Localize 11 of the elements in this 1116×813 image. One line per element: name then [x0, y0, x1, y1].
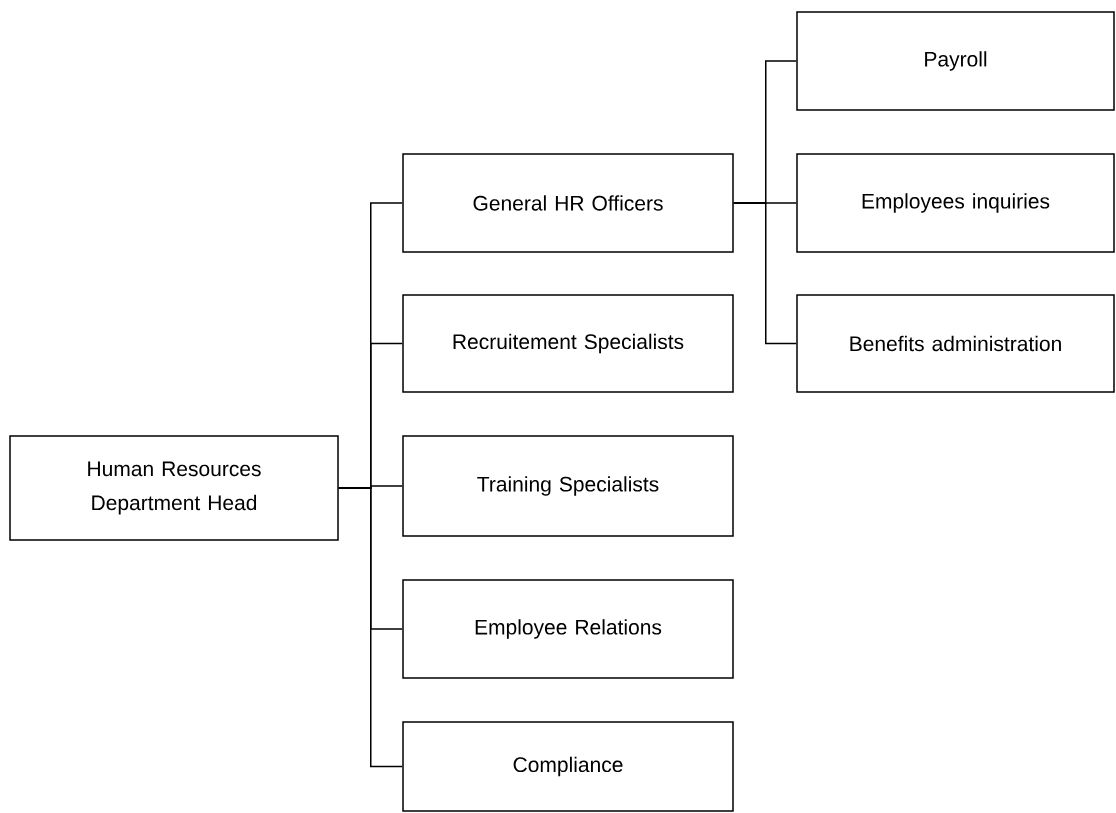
org-box: Employees inquiries: [796, 153, 1115, 253]
org-box: Training Specialists: [402, 435, 734, 537]
org-box: Human Resources Department Head: [9, 435, 339, 541]
connector-line: [338, 487, 403, 768]
org-box: Benefits administration: [796, 294, 1115, 393]
org-box: Payroll: [796, 11, 1115, 111]
org-box: Recruitement Specialists: [402, 294, 734, 393]
org-box: Compliance: [402, 721, 734, 812]
connector-line: [733, 202, 797, 345]
org-box: General HR Officers: [402, 153, 734, 253]
org-box: Employee Relations: [402, 579, 734, 679]
